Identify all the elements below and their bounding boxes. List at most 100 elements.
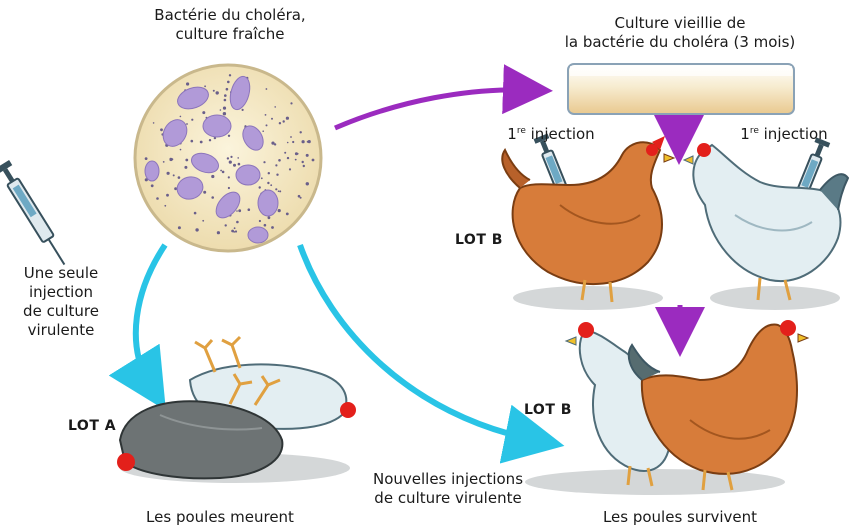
first-injection-right-label: 1re injection	[720, 122, 848, 144]
hen-icon	[684, 143, 848, 300]
petri-speckle	[174, 187, 177, 190]
single-injection-line4: virulente	[2, 321, 120, 340]
petri-speckle	[167, 172, 170, 175]
first-injection-left-sup: re	[517, 126, 526, 136]
petri-speckle	[306, 154, 309, 157]
lot-b-bottom-label: LOT B	[524, 402, 572, 418]
petri-speckle	[202, 220, 204, 222]
petri-speckle	[209, 139, 211, 141]
petri-speckle	[180, 149, 182, 151]
petri-speckle	[261, 177, 263, 179]
petri-speckle	[236, 221, 239, 224]
petri-speckle	[222, 171, 225, 174]
petri-speckle	[300, 131, 302, 133]
petri-speckle	[220, 170, 222, 172]
petri-speckle	[156, 197, 159, 200]
petri-speckle	[274, 106, 276, 108]
petri-speckle	[286, 213, 289, 216]
ground-shadow	[513, 286, 663, 310]
petri-speckle	[271, 142, 274, 145]
petri-speckle	[229, 74, 231, 76]
petri-speckle	[224, 99, 227, 102]
petri-speckle	[163, 161, 165, 163]
petri-speckle	[259, 186, 261, 188]
petri-speckle	[200, 141, 203, 144]
petri-speckle	[279, 122, 281, 124]
petri-speckle	[259, 220, 261, 222]
petri-speckle	[295, 159, 297, 161]
petri-speckle	[194, 212, 197, 215]
hens-die-label: Les poules meurent	[120, 508, 320, 527]
petri-speckle	[302, 161, 304, 163]
petri-speckle	[289, 168, 291, 170]
petri-speckle	[191, 140, 194, 143]
petri-speckle	[307, 141, 309, 143]
petri-speckle	[228, 135, 230, 137]
petri-speckle	[186, 82, 189, 85]
culture-tube-icon	[568, 64, 794, 114]
petri-speckle	[160, 128, 163, 131]
petri-speckle	[185, 159, 188, 162]
first-injection-left-number: 1	[507, 125, 517, 143]
petri-speckle	[195, 228, 198, 231]
first-injection-left-label: 1re injection	[486, 122, 616, 144]
single-injection-line2: injection	[2, 283, 120, 302]
fresh-culture-label: Bactérie du choléra, culture fraîche	[130, 6, 330, 44]
petri-speckle	[283, 120, 285, 122]
first-injection-left-text: injection	[526, 125, 595, 143]
petri-speckle	[303, 165, 305, 167]
petri-speckle	[266, 124, 268, 126]
petri-speckle	[262, 130, 264, 132]
petri-speckle	[180, 116, 182, 118]
petri-speckle	[275, 188, 277, 190]
single-injection-line1: Une seule	[2, 264, 120, 283]
petri-speckle	[235, 230, 237, 232]
petri-speckle	[248, 208, 251, 211]
petri-speckle	[227, 81, 230, 84]
single-injection-line3: de culture	[2, 302, 120, 321]
petri-speckle	[276, 174, 278, 176]
petri-speckle	[263, 161, 265, 163]
petri-speckle	[265, 114, 267, 116]
petri-speckle	[238, 163, 241, 166]
petri-speckle	[270, 184, 272, 186]
petri-speckle	[228, 176, 230, 178]
petri-speckle	[236, 210, 238, 212]
petri-speckle	[220, 109, 222, 111]
old-culture-line1: Culture vieillie de	[530, 14, 830, 33]
petri-speckle	[238, 209, 241, 212]
hens-survive-label: Les poules survivent	[570, 508, 790, 527]
petri-speckle	[312, 159, 315, 162]
petri-speckle	[233, 164, 236, 167]
petri-speckle	[302, 140, 305, 143]
petri-speckle	[211, 196, 214, 199]
ground-shadow	[710, 286, 840, 310]
petri-speckle	[223, 107, 226, 110]
new-injections-line1: Nouvelles injections	[348, 470, 548, 489]
ground-shadow	[525, 469, 785, 495]
petri-speckle	[203, 191, 206, 194]
petri-speckle	[306, 182, 309, 185]
petri-speckle	[268, 216, 271, 219]
petri-speckle	[224, 94, 227, 97]
petri-speckle	[202, 111, 205, 114]
petri-speckle	[292, 141, 294, 143]
single-injection-label: Une seule injection de culture virulente	[2, 264, 120, 340]
old-culture-label: Culture vieillie de la bactérie du cholé…	[530, 14, 830, 52]
hen-icon	[502, 136, 674, 302]
petri-speckle	[242, 109, 244, 111]
petri-speckle	[290, 102, 292, 104]
petri-speckle	[278, 190, 280, 192]
petri-speckle	[230, 156, 232, 158]
petri-speckle	[278, 209, 281, 212]
petri-speckle	[279, 190, 281, 192]
old-culture-line2: la bactérie du choléra (3 mois)	[530, 33, 830, 52]
petri-speckle	[153, 122, 155, 124]
arrow-fresh-to-lot-a	[136, 245, 165, 385]
petri-speckle	[300, 197, 302, 199]
syringe-icon	[0, 160, 72, 269]
petri-speckle	[216, 91, 219, 94]
petri-speckle	[290, 136, 292, 138]
petri-speckle	[231, 230, 234, 233]
